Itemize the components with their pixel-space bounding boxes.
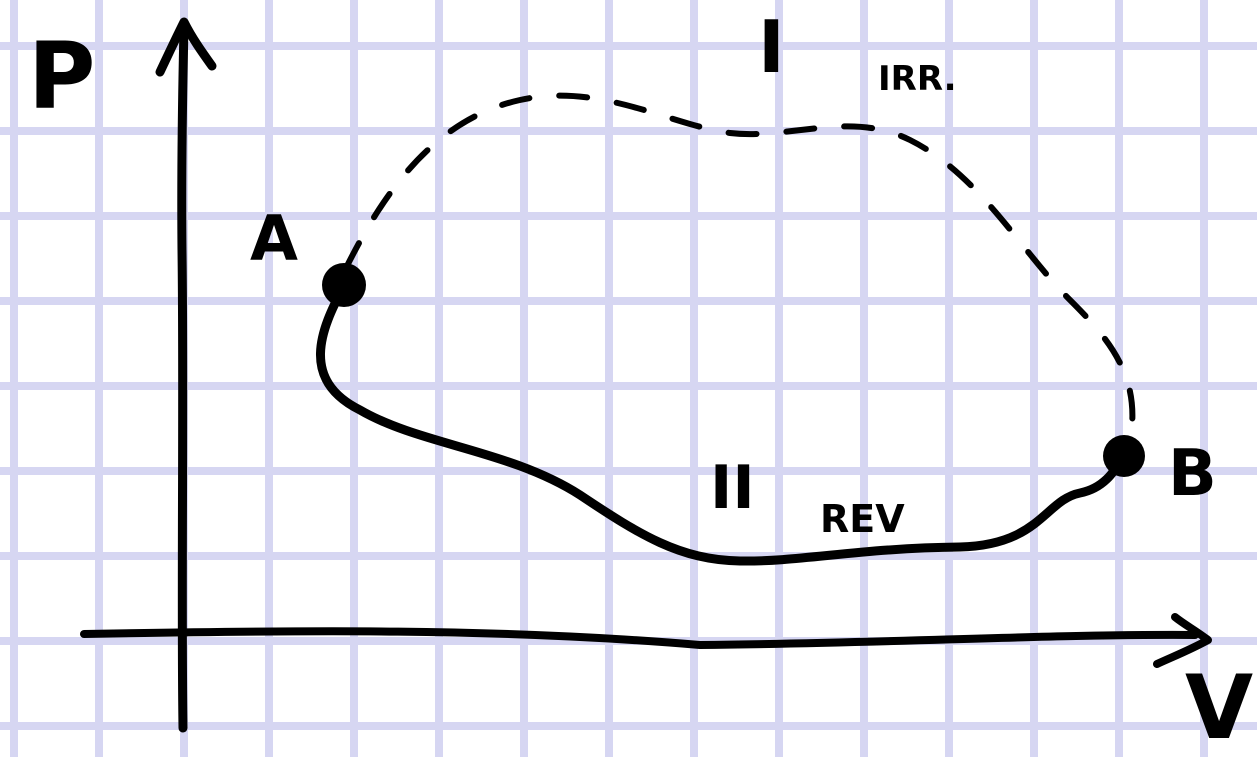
v-axis-arrowhead: [1153, 613, 1212, 668]
point-b-label: B: [1168, 437, 1217, 511]
reversible-numeral: II: [710, 453, 755, 523]
reversible-tag: REV: [820, 497, 905, 541]
irreversible-path-curve: [343, 92, 1136, 453]
p-axis-arrowhead: [155, 17, 217, 77]
v-axis-label: V: [1185, 656, 1253, 757]
state-point-b: [1103, 435, 1145, 477]
irreversible-numeral: I: [758, 5, 785, 89]
v-axis-line: [80, 627, 1199, 649]
reversible-path-curve: [316, 281, 1129, 566]
p-axis-label: P: [28, 23, 95, 130]
point-a-label: A: [250, 202, 298, 275]
state-point-a: [322, 263, 366, 307]
irreversible-tag: IRR.: [878, 59, 957, 99]
p-axis-line: [177, 20, 189, 733]
